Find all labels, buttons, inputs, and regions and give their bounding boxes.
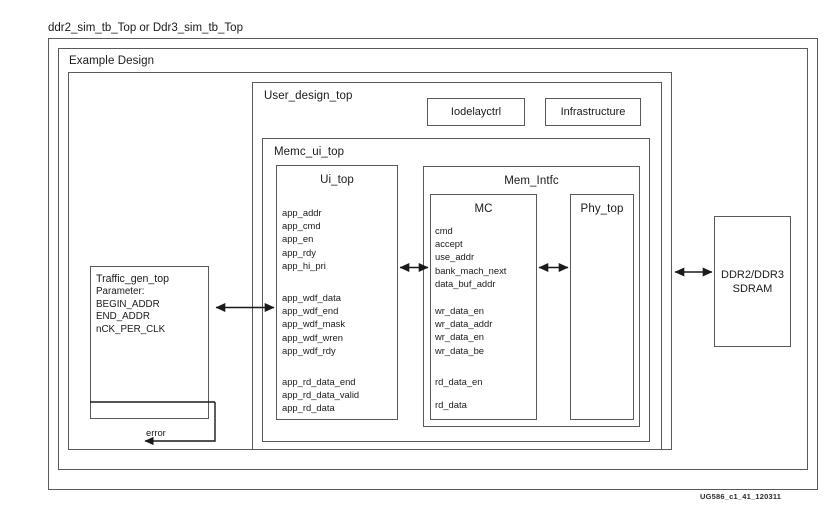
signal-app-wdf-end: app_wdf_end xyxy=(282,305,339,317)
signal-app-addr: app_addr xyxy=(282,207,322,218)
infrastructure-box: Infrastructure xyxy=(545,98,641,126)
ui-top-box: Ui_top xyxy=(276,165,398,420)
signal-rd-data-en: rd_data_en xyxy=(435,376,483,387)
mc-signal-group-4: rd_data xyxy=(435,398,467,411)
user-design-top-label: User_design_top xyxy=(264,90,353,102)
mc-signal-group-1: cmd accept use_addr bank_mach_next data_… xyxy=(435,224,506,290)
signal-bank-mach-next: bank_mach_next xyxy=(435,264,507,276)
example-design-label: Example Design xyxy=(69,55,155,67)
signal-app-rdy: app_rdy xyxy=(282,246,316,258)
signal-rd-data: rd_data xyxy=(435,399,467,410)
traffic-gen-top-label: Traffic_gen_top xyxy=(96,273,170,285)
sdram-box: DDR2/DDR3 SDRAM xyxy=(714,216,791,347)
signal-wr-data-be: wr_data_be xyxy=(435,344,484,356)
iodelayctrl-label: Iodelayctrl xyxy=(450,106,502,118)
mc-label: MC xyxy=(474,203,493,215)
signal-wr-data-en-2: wr_data_en xyxy=(435,331,484,343)
ui-top-signal-group-3: app_rd_data_end app_rd_data_valid app_rd… xyxy=(282,375,359,415)
error-signal-label: error xyxy=(146,427,166,438)
signal-use-addr: use_addr xyxy=(435,251,475,263)
signal-data-buf-addr: data_buf_addr xyxy=(435,277,496,289)
mem-intfc-label: Mem_Intfc xyxy=(504,175,559,187)
infrastructure-label: Infrastructure xyxy=(560,106,626,118)
signal-app-cmd: app_cmd xyxy=(282,220,321,232)
ui-top-label: Ui_top xyxy=(320,174,354,186)
ui-top-signal-group-2: app_wdf_data app_wdf_end app_wdf_mask ap… xyxy=(282,291,345,357)
mc-signal-group-3: rd_data_en xyxy=(435,375,482,388)
signal-app-en: app_en xyxy=(282,233,314,245)
parameter-heading: Parameter: xyxy=(96,286,145,297)
signal-app-rd-data: app_rd_data xyxy=(282,402,335,414)
parameter-begin-addr: BEGIN_ADDR xyxy=(96,298,160,310)
iodelayctrl-box: Iodelayctrl xyxy=(427,98,525,126)
signal-app-hi-pri: app_hi_pri xyxy=(282,259,326,271)
memc-ui-top-label: Memc_ui_top xyxy=(274,146,345,158)
signal-cmd: cmd xyxy=(435,225,453,236)
signal-app-wdf-mask: app_wdf_mask xyxy=(282,318,346,330)
signal-app-wdf-rdy: app_wdf_rdy xyxy=(282,344,336,356)
traffic-gen-top-parameters: Traffic_gen_top Parameter: BEGIN_ADDR EN… xyxy=(96,272,169,336)
ui-top-signal-group-1: app_addr app_cmd app_en app_rdy app_hi_p… xyxy=(282,206,326,272)
traffic-gen-top-box xyxy=(90,266,209,419)
signal-app-rd-data-end: app_rd_data_end xyxy=(282,376,356,387)
sdram-label-line2: SDRAM xyxy=(732,282,773,295)
parameter-end-addr: END_ADDR xyxy=(96,311,150,323)
mc-signal-group-2: wr_data_en wr_data_addr wr_data_en wr_da… xyxy=(435,304,492,357)
phy-top-box: Phy_top xyxy=(570,194,634,420)
signal-app-rd-data-valid: app_rd_data_valid xyxy=(282,389,360,401)
figure-top-caption: ddr2_sim_tb_Top or Ddr3_sim_tb_Top xyxy=(48,22,243,34)
signal-wr-data-en: wr_data_en xyxy=(435,305,484,316)
sdram-label-line1: DDR2/DDR3 xyxy=(721,268,784,281)
sdram-label-wrap: DDR2/DDR3 SDRAM xyxy=(715,217,790,346)
parameter-nck-per-clk: nCK_PER_CLK xyxy=(96,323,166,335)
signal-accept: accept xyxy=(435,238,463,250)
signal-wr-data-addr: wr_data_addr xyxy=(435,318,493,330)
mc-box: MC xyxy=(430,194,537,420)
signal-app-wdf-wren: app_wdf_wren xyxy=(282,331,343,343)
figure-footer-id: UG586_c1_41_120311 xyxy=(700,492,782,501)
signal-app-wdf-data: app_wdf_data xyxy=(282,292,341,303)
phy-top-label: Phy_top xyxy=(580,203,624,215)
